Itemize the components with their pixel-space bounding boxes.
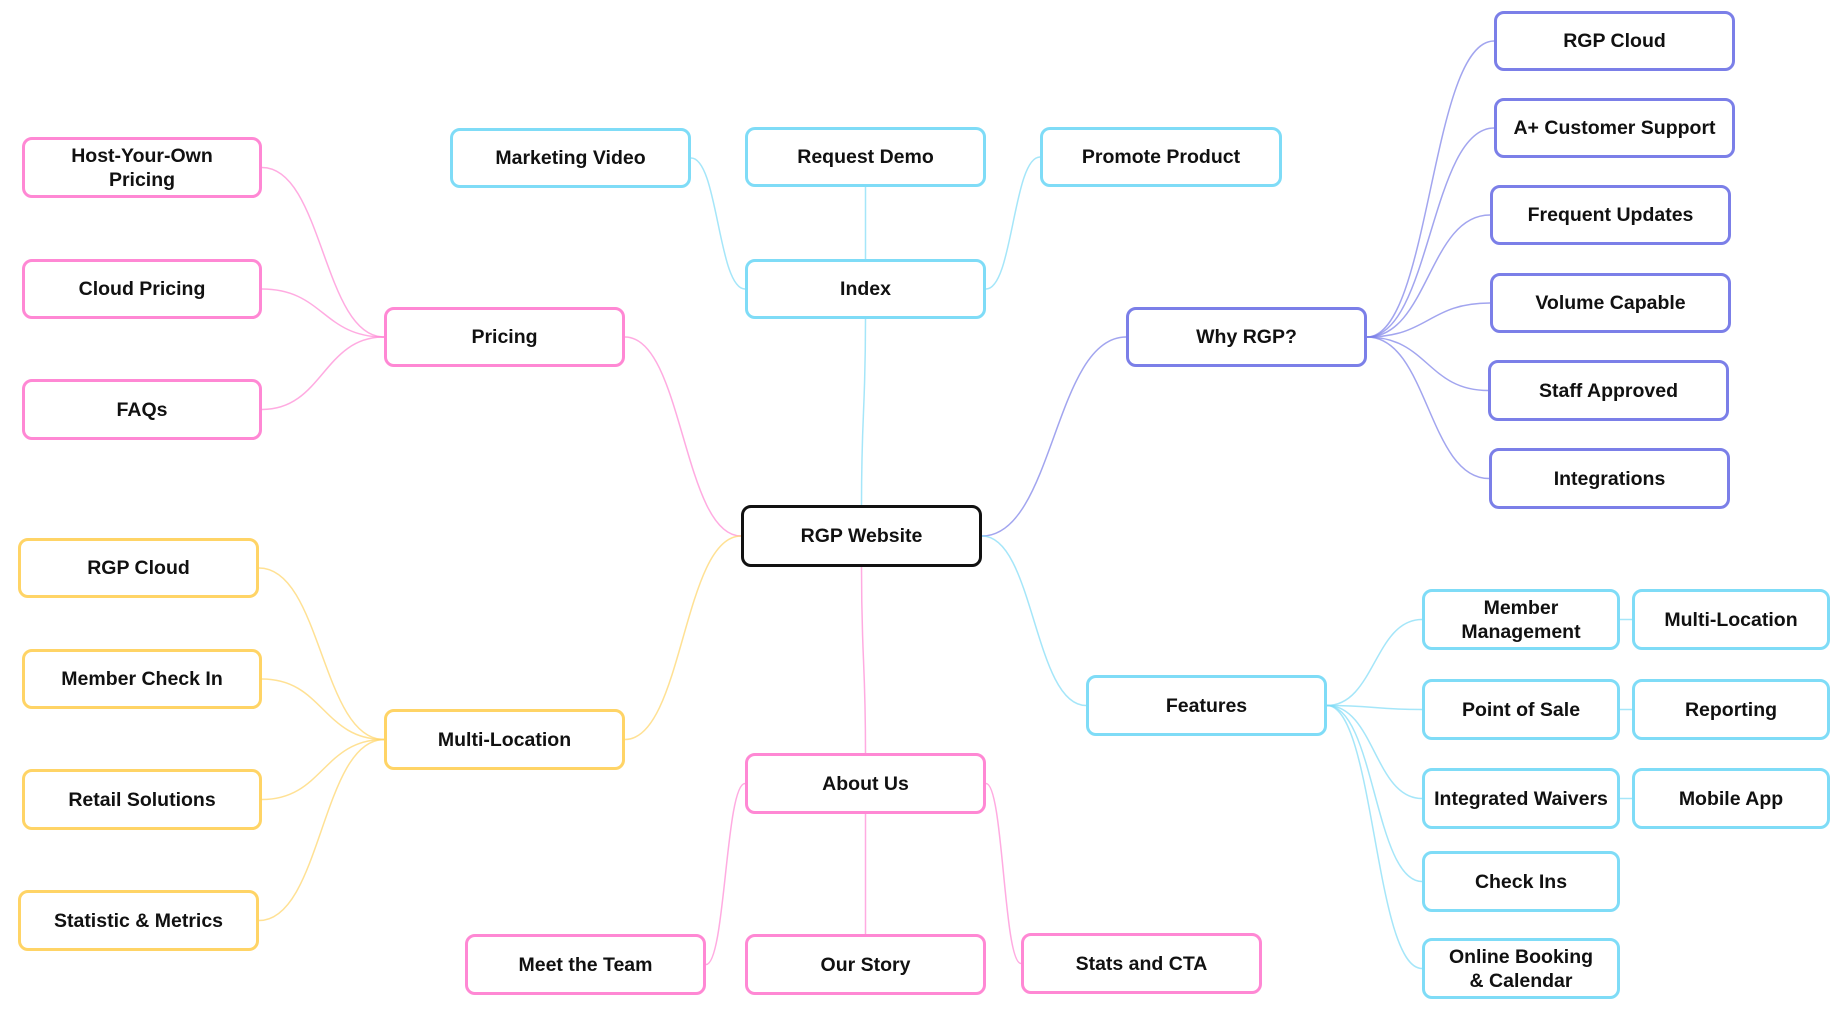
node-our-story[interactable]: Our Story [745,934,986,995]
connector-root-why-rgp [981,336,1127,537]
node-statistic-metrics[interactable]: Statistic & Metrics [18,890,259,951]
node-why-rgp-cloud[interactable]: RGP Cloud [1494,11,1735,71]
connector-index-promote-product [985,156,1041,290]
node-host-your-own-pricing[interactable]: Host-Your-Own Pricing [22,137,262,198]
connector-why-rgp-frequent-updates [1366,214,1491,338]
connector-multi-location-retail-solutions [261,738,385,801]
node-point-of-sale[interactable]: Point of Sale [1422,679,1620,740]
node-online-booking[interactable]: Online Booking & Calendar [1422,938,1620,999]
connector-features-online-booking [1326,704,1423,970]
node-faqs[interactable]: FAQs [22,379,262,440]
connector-features-point-of-sale [1326,704,1423,711]
connector-features-check-ins [1326,704,1423,883]
node-integrated-waivers[interactable]: Integrated Waivers [1422,768,1620,829]
node-marketing-video[interactable]: Marketing Video [450,128,691,188]
node-mobile-app[interactable]: Mobile App [1632,768,1830,829]
connector-about-us-meet-the-team [705,782,746,966]
node-frequent-updates[interactable]: Frequent Updates [1490,185,1731,245]
connector-features-member-management [1326,618,1423,707]
node-multi-location[interactable]: Multi-Location [384,709,625,770]
node-root[interactable]: RGP Website [741,505,982,567]
node-retail-solutions[interactable]: Retail Solutions [22,769,262,830]
node-ml-rgp-cloud[interactable]: RGP Cloud [18,538,259,598]
connector-why-rgp-customer-support [1366,127,1495,338]
node-integrations[interactable]: Integrations [1489,448,1730,509]
node-features[interactable]: Features [1086,675,1327,736]
connector-index-marketing-video [690,157,746,290]
connector-why-rgp-integrations [1366,336,1490,480]
connector-multi-location-member-check-in [261,678,385,741]
node-member-check-in[interactable]: Member Check In [22,649,262,709]
node-meet-the-team[interactable]: Meet the Team [465,934,706,995]
node-check-ins[interactable]: Check Ins [1422,851,1620,912]
node-stats-and-cta[interactable]: Stats and CTA [1021,933,1262,994]
node-cloud-pricing[interactable]: Cloud Pricing [22,259,262,319]
connector-why-rgp-volume-capable [1366,302,1491,338]
node-customer-support[interactable]: A+ Customer Support [1494,98,1735,158]
connector-root-pricing [624,336,742,537]
connector-root-index [860,318,867,506]
node-member-management[interactable]: Member Management [1422,589,1620,650]
connector-pricing-faqs [261,336,385,411]
node-feat-multi-location[interactable]: Multi-Location [1632,589,1830,650]
connector-root-multi-location [624,535,742,741]
connector-multi-location-ml-rgp-cloud [258,567,385,741]
connector-about-us-stats-and-cta [985,782,1022,965]
node-promote-product[interactable]: Promote Product [1040,127,1282,187]
node-pricing[interactable]: Pricing [384,307,625,367]
connector-root-about-us [860,566,867,754]
connector-pricing-cloud-pricing [261,288,385,338]
node-reporting[interactable]: Reporting [1632,679,1830,740]
connector-features-integrated-waivers [1326,704,1423,800]
node-request-demo[interactable]: Request Demo [745,127,986,187]
node-why-rgp[interactable]: Why RGP? [1126,307,1367,367]
node-index[interactable]: Index [745,259,986,319]
node-about-us[interactable]: About Us [745,753,986,814]
connector-multi-location-statistic-metrics [258,738,385,922]
connector-why-rgp-why-rgp-cloud [1366,40,1495,338]
node-staff-approved[interactable]: Staff Approved [1488,360,1729,421]
connector-root-features [981,535,1087,707]
connector-why-rgp-staff-approved [1366,336,1489,392]
node-volume-capable[interactable]: Volume Capable [1490,273,1731,333]
connector-pricing-host-your-own-pricing [261,166,385,338]
